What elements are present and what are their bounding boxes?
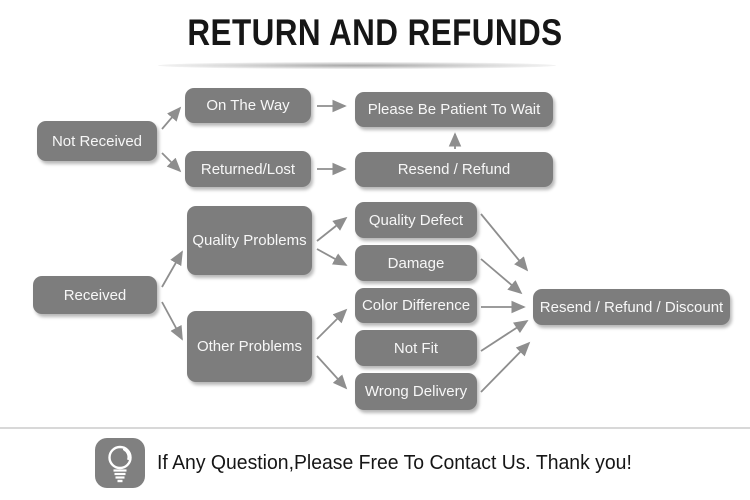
flow-node-on-the-way: On The Way	[185, 88, 311, 123]
lightbulb-icon	[95, 438, 145, 488]
flow-arrow-quality-defect-to-resend-refund-discount	[480, 213, 529, 272]
flow-node-resend-refund-discount: Resend / Refund / Discount	[533, 289, 730, 325]
footer: If Any Question,Please Free To Contact U…	[95, 438, 647, 488]
flow-arrow-not-received-to-returned-lost	[161, 152, 182, 173]
flow-node-color-difference: Color Difference	[355, 288, 477, 323]
flow-arrow-quality-problems-to-damage	[316, 248, 348, 266]
footer-message: If Any Question,Please Free To Contact U…	[157, 451, 632, 474]
flow-node-wrong-delivery: Wrong Delivery	[355, 373, 477, 410]
flow-node-not-fit: Not Fit	[355, 330, 477, 366]
flow-arrow-quality-problems-to-quality-defect	[316, 216, 348, 242]
flow-node-please-be-patient: Please Be Patient To Wait	[355, 92, 553, 127]
flow-arrow-other-problems-to-color-difference	[316, 308, 348, 340]
flow-arrow-received-to-other-problems	[161, 301, 183, 341]
flow-node-received: Received	[33, 276, 157, 314]
flow-arrow-not-received-to-on-the-way	[161, 106, 182, 130]
flow-node-not-received: Not Received	[37, 121, 157, 161]
flow-node-damage: Damage	[355, 245, 477, 281]
flow-node-resend-refund: Resend / Refund	[355, 152, 553, 187]
flow-arrow-other-problems-to-wrong-delivery	[316, 355, 348, 390]
flow-node-quality-defect: Quality Defect	[355, 202, 477, 238]
page-title: RETURN AND REFUNDS	[187, 12, 563, 53]
flow-node-quality-problems: Quality Problems	[187, 206, 312, 275]
flow-arrow-received-to-quality-problems	[161, 250, 183, 288]
footer-divider	[0, 427, 750, 429]
flow-arrow-damage-to-resend-refund-discount	[480, 258, 523, 295]
title-underline	[158, 62, 556, 69]
flow-arrow-not-fit-to-resend-refund-discount	[480, 320, 529, 352]
flow-node-returned-lost: Returned/Lost	[185, 151, 311, 187]
flow-node-other-problems: Other Problems	[187, 311, 312, 382]
flow-arrow-wrong-delivery-to-resend-refund-discount	[480, 341, 531, 393]
